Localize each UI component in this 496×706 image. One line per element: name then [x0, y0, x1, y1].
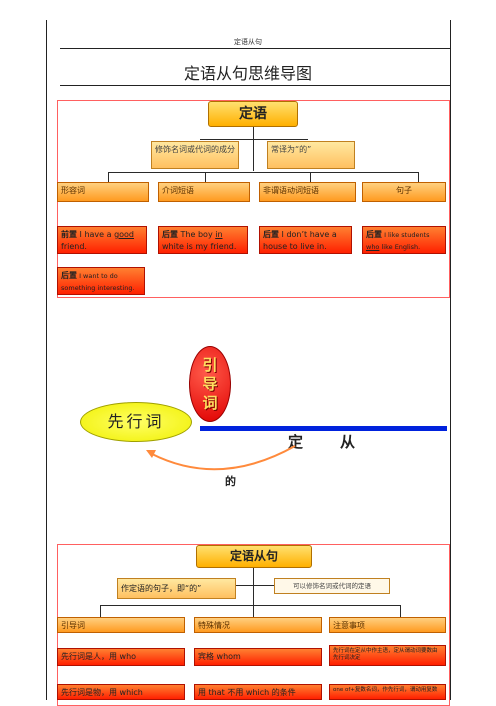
map1-connector — [253, 127, 254, 139]
right-margin-line — [450, 20, 451, 700]
map2-connector — [236, 585, 274, 586]
antecedent-bubble: 先行词 — [80, 402, 192, 442]
map2-root: 定语从句 — [196, 545, 312, 568]
map1-connector — [205, 172, 206, 182]
map2-category-special: 特殊情况 — [194, 617, 322, 633]
map1-connector — [310, 172, 311, 182]
map1-example-sentence: 后置 I like students who like English. — [362, 226, 446, 254]
map1-connector — [108, 172, 418, 173]
modifier-arrow — [146, 445, 296, 471]
map2-left-note: 作定语的句子，即“的” — [117, 578, 236, 599]
map2-connector — [100, 605, 400, 606]
map2-connector — [400, 605, 401, 617]
page-header: 定语从句 — [234, 38, 262, 46]
map1-category-nonfinite: 非谓语动词短语 — [259, 182, 356, 202]
map2-connector — [253, 568, 254, 618]
map1-category-adjective: 形容词 — [57, 182, 149, 202]
map2-row2-special: 用 that 不用 which 的条件 — [194, 684, 322, 700]
map2-right-note: 可以修饰名词或代词的定语 — [274, 578, 390, 594]
header-rule — [60, 48, 450, 49]
title-rule — [60, 85, 450, 86]
map1-connector — [418, 172, 419, 182]
map1-category-prep-phrase: 介词短语 — [158, 182, 250, 202]
map1-connector — [108, 172, 109, 182]
map2-category-intro: 引导词 — [57, 617, 185, 633]
map1-example-extra: 后置 I want to do something interesting. — [57, 267, 145, 295]
left-margin-line — [46, 20, 47, 700]
map1-root: 定语 — [208, 101, 298, 127]
clause-char-ding: 定 — [288, 433, 304, 451]
map1-connector — [200, 139, 308, 140]
page-title: 定语从句思维导图 — [183, 64, 312, 83]
map1-connector — [253, 139, 254, 171]
map1-left-note: 修饰名词或代词的成分 — [151, 141, 239, 169]
arrow-label: 的 — [225, 475, 236, 488]
map2-row2-intro: 先行词是物，用 which — [57, 684, 185, 700]
map1-right-note: 常译为“的” — [267, 141, 355, 169]
map2-connector — [100, 605, 101, 617]
clause-char-cong: 从 — [340, 433, 356, 451]
map2-row1-notes: 先行词在定从中作主语，定从谓动词要数由先行词决定 — [329, 645, 446, 666]
map2-category-notes: 注意事项 — [329, 617, 446, 633]
map2-row2-notes: one of+复数名词，作先行词，谓动用复数 — [329, 684, 446, 700]
intro-word-bubble: 引导词 — [189, 346, 231, 422]
map1-category-sentence: 句子 — [362, 182, 446, 202]
map1-example-nonfinite: 后置 I don’t have a house to live in. — [259, 226, 352, 254]
map2-row1-intro: 先行词是人，用 who — [57, 648, 185, 666]
map2-row1-special: 宾格 whom — [194, 648, 322, 666]
map1-example-prep: 后置 The boy in white is my friend. — [158, 226, 248, 254]
map1-example-adjective: 前置 I have a good friend. — [57, 226, 147, 254]
clause-line — [200, 426, 447, 431]
